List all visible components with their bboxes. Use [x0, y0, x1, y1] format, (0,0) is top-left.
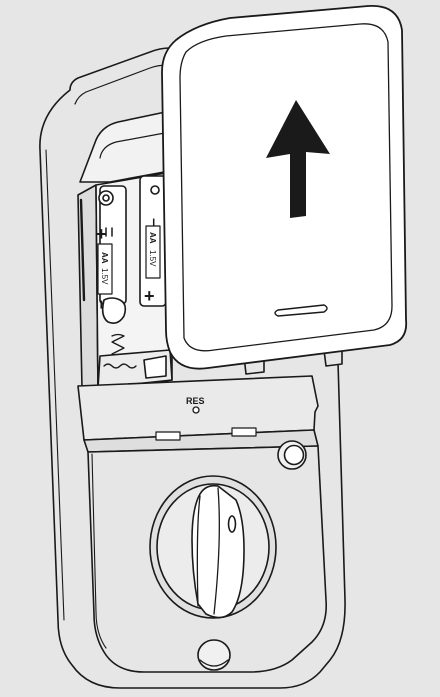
cover-grip-slot — [274, 304, 328, 317]
battery-left-minus: − — [92, 300, 109, 309]
battery-contact — [150, 185, 160, 195]
battery-left-type: AA — [100, 252, 109, 264]
reset-button-group: RES — [186, 396, 205, 414]
battery-left: AA 1.5V + − — [92, 185, 127, 309]
battery-right-type: AA — [148, 232, 157, 244]
knob-indicator — [227, 515, 237, 533]
thumb-turn-knob[interactable] — [149, 475, 277, 619]
battery-springs — [97, 297, 173, 389]
battery-right: AA 1.5V + − — [139, 175, 167, 307]
battery-right-plus: + — [144, 286, 155, 306]
arrow-up-icon — [266, 100, 330, 218]
battery-left-voltage: 1.5V — [100, 268, 109, 285]
round-button[interactable] — [277, 440, 307, 470]
battery-cover[interactable] — [161, 5, 408, 375]
battery-right-minus: − — [146, 218, 162, 226]
battery-right-voltage: 1.5V — [148, 250, 157, 267]
bottom-cap — [197, 639, 231, 671]
battery-left-plus: + — [96, 224, 107, 244]
reset-button[interactable] — [192, 406, 200, 414]
reset-label: RES — [186, 396, 205, 406]
